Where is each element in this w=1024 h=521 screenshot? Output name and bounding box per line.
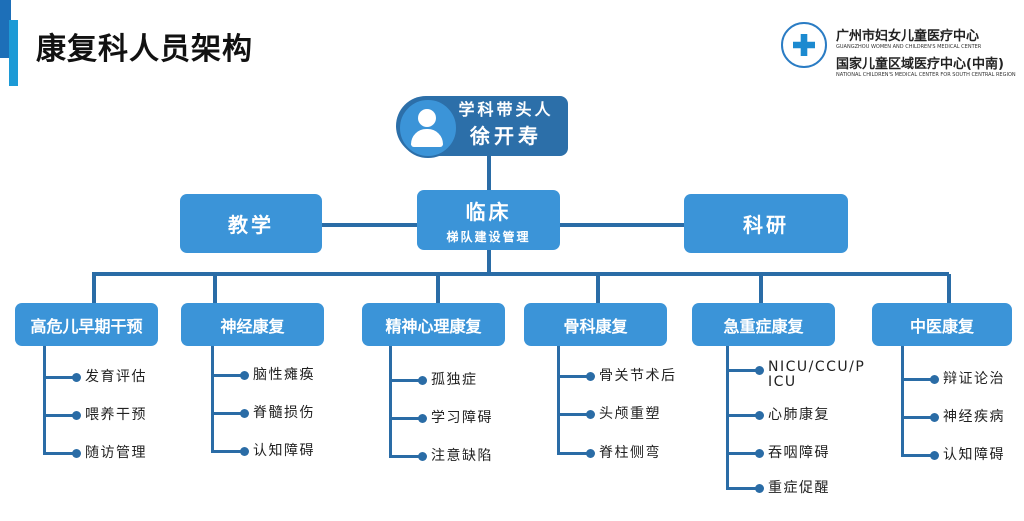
connector — [389, 379, 421, 382]
list-item: 脊柱侧弯 — [599, 445, 661, 461]
connector — [557, 375, 589, 378]
bullet-icon — [72, 373, 81, 382]
list-item: 认知障碍 — [943, 447, 1005, 463]
connector — [92, 274, 96, 304]
list-item: 注意缺陷 — [431, 448, 493, 464]
bullet-icon — [418, 414, 427, 423]
connector — [213, 274, 217, 304]
connector — [901, 454, 933, 457]
list-item: 重症促醒 — [768, 480, 830, 496]
list-item: 脑性瘫痪 — [253, 367, 315, 383]
list-item: 辩证论治 — [943, 371, 1005, 387]
list-item: 学习障碍 — [431, 410, 493, 426]
clinical-sub-label: 梯队建设管理 — [446, 229, 531, 244]
bullet-icon — [930, 375, 939, 384]
connector — [487, 156, 491, 192]
list-item: 随访管理 — [85, 445, 147, 461]
connector — [43, 452, 75, 455]
bullet-icon — [240, 371, 249, 380]
accent-bar — [0, 0, 11, 58]
list-item: 头颅重塑 — [599, 406, 661, 422]
connector — [596, 274, 600, 304]
bullet-icon — [418, 376, 427, 385]
bullet-icon — [755, 449, 764, 458]
connector — [211, 412, 243, 415]
connector — [901, 346, 904, 457]
bullet-icon — [755, 484, 764, 493]
connector — [901, 416, 933, 419]
connector — [726, 487, 758, 490]
person-icon — [398, 98, 458, 158]
connector — [436, 274, 440, 304]
page-title: 康复科人员架构 — [36, 32, 253, 67]
bullet-icon — [240, 447, 249, 456]
bullet-icon — [586, 449, 595, 458]
bullet-icon — [755, 366, 764, 375]
bullet-icon — [72, 411, 81, 420]
clinical-box: 临床 梯队建设管理 — [417, 190, 560, 250]
hospital-name: 广州市妇女儿童医疗中心 GUANGZHOU WOMEN AND CHILDREN… — [836, 25, 1016, 78]
connector — [43, 414, 75, 417]
bullet-icon — [418, 452, 427, 461]
connector — [759, 274, 763, 304]
connector — [43, 376, 75, 379]
connector — [726, 414, 758, 417]
connector — [211, 346, 214, 453]
connector — [901, 378, 933, 381]
leader-role: 学科带头人 — [458, 100, 554, 119]
connector — [389, 455, 421, 458]
cross-icon — [793, 34, 815, 56]
research-box: 科研 — [684, 194, 848, 253]
bullet-icon — [586, 372, 595, 381]
list-item: 心肺康复 — [768, 407, 830, 423]
accent-bar — [9, 20, 18, 86]
list-item: 脊髓损伤 — [253, 405, 315, 421]
leader-name: 徐开寿 — [470, 124, 542, 148]
center-name-en: NATIONAL CHILDREN'S MEDICAL CENTER FOR S… — [836, 72, 1016, 78]
department-box: 神经康复 — [181, 303, 324, 346]
connector — [211, 374, 243, 377]
department-box: 高危儿早期干预 — [15, 303, 158, 346]
department-box: 急重症康复 — [692, 303, 835, 346]
connector — [947, 274, 951, 304]
list-item: NICU/CCU/PICU — [768, 359, 866, 390]
bullet-icon — [586, 410, 595, 419]
list-item: 吞咽障碍 — [768, 445, 830, 461]
list-item: 发育评估 — [85, 369, 147, 385]
list-item: 认知障碍 — [253, 443, 315, 459]
bullet-icon — [240, 409, 249, 418]
bullet-icon — [72, 449, 81, 458]
teaching-box: 教学 — [180, 194, 322, 253]
connector — [389, 417, 421, 420]
center-name-cn: 国家儿童区域医疗中心(中南) — [836, 57, 1004, 72]
connector — [726, 452, 758, 455]
connector — [389, 346, 392, 458]
connector — [43, 346, 46, 455]
connector — [726, 346, 729, 490]
connector — [726, 369, 758, 372]
list-item: 喂养干预 — [85, 407, 147, 423]
list-item: 孤独症 — [431, 372, 478, 388]
list-item: 神经疾病 — [943, 409, 1005, 425]
list-item: 骨关节术后 — [599, 368, 677, 384]
connector — [557, 413, 589, 416]
connector — [211, 450, 243, 453]
department-bus — [92, 272, 949, 276]
department-box: 精神心理康复 — [362, 303, 505, 346]
bullet-icon — [930, 451, 939, 460]
connector — [557, 452, 589, 455]
hospital-logo — [781, 22, 827, 68]
department-box: 中医康复 — [872, 303, 1012, 346]
bullet-icon — [930, 413, 939, 422]
department-box: 骨科康复 — [524, 303, 667, 346]
clinical-label: 临床 — [465, 199, 512, 224]
connector — [487, 248, 491, 274]
hospital-name-cn: 广州市妇女儿童医疗中心 — [836, 29, 980, 44]
hospital-name-en: GUANGZHOU WOMEN AND CHILDREN'S MEDICAL C… — [836, 44, 982, 50]
connector — [557, 346, 560, 455]
bullet-icon — [755, 411, 764, 420]
